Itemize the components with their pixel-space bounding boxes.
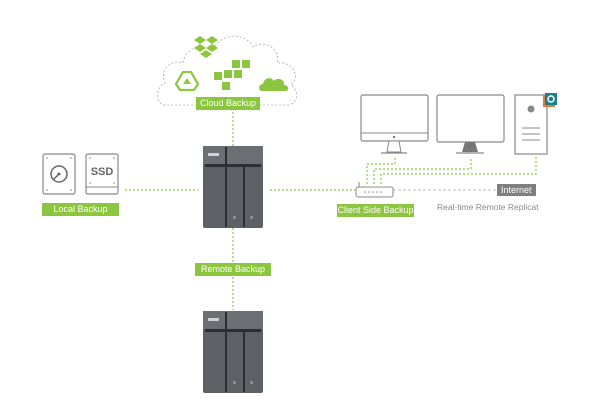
onedrive-icon bbox=[259, 78, 289, 91]
nas-remote-device bbox=[203, 311, 263, 393]
realtime-replication-text: Real-time Remote Replicat bbox=[437, 202, 539, 212]
remote-backup-label: Remote Backup bbox=[195, 263, 271, 276]
desktop-tower-icon bbox=[514, 94, 548, 155]
internet-label: Internet bbox=[497, 184, 536, 196]
hdd-icon bbox=[42, 153, 76, 195]
router-icon bbox=[355, 182, 394, 198]
nas-primary-device bbox=[203, 146, 263, 228]
ssd-icon: SSD bbox=[85, 153, 119, 195]
cloud-backup-label: Cloud Backup bbox=[196, 97, 260, 110]
line-router-monitor bbox=[373, 158, 472, 184]
monitor-icon bbox=[436, 94, 505, 154]
amazon-s3-icon bbox=[214, 60, 250, 90]
ssd-text: SSD bbox=[90, 166, 114, 178]
dropbox-icon bbox=[194, 36, 218, 58]
line-router-tower bbox=[380, 157, 537, 184]
imac-icon bbox=[360, 94, 429, 154]
client-side-backup-label: Client Side Backup bbox=[337, 204, 414, 217]
replication-badge-icon bbox=[543, 93, 557, 107]
local-backup-label: Local Backup bbox=[42, 203, 119, 216]
line-router-imac bbox=[366, 158, 396, 184]
google-drive-icon bbox=[175, 71, 199, 91]
